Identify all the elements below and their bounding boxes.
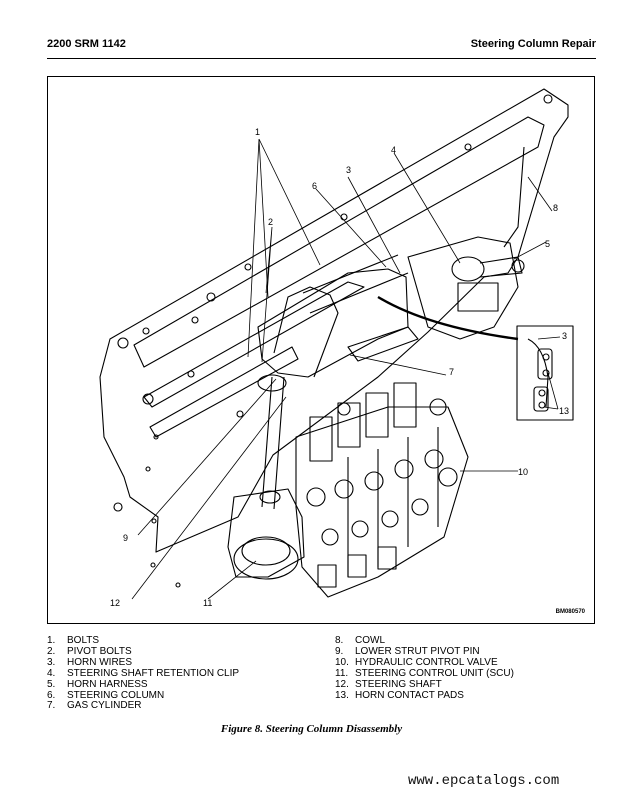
legend-item: 8.COWL: [335, 635, 385, 646]
callout-12: 12: [110, 598, 120, 608]
callout-5: 5: [545, 239, 550, 249]
watermark: www.epcatalogs.com: [408, 773, 560, 789]
inset-detail: [516, 325, 574, 421]
legend-item: 10.HYDRAULIC CONTROL VALVE: [335, 656, 498, 668]
callout-3: 3: [346, 165, 351, 175]
inset-callout-3: 3: [562, 331, 567, 341]
callout-7: 7: [449, 367, 454, 377]
legend-item: 6.STEERING COLUMN: [47, 689, 165, 701]
cowl-bolts: [113, 94, 553, 588]
gas-cylinder: [347, 326, 419, 362]
callout-6: 6: [312, 181, 317, 191]
scu: [227, 488, 305, 578]
steering-column-drawing: 1 2 3 4 5 6 7 8 9 10 11 12 3 13: [99, 88, 574, 608]
legend-item: 13.HORN CONTACT PADS: [335, 689, 464, 701]
cowl-outline: [99, 88, 569, 553]
callout-1: 1: [255, 127, 260, 137]
legend-left-column: 1.BOLTS 2.PIVOT BOLTS 3.HORN WIRES 4.STE…: [47, 635, 322, 712]
callout-11: 11: [203, 598, 212, 608]
horn-plate: [407, 236, 519, 340]
legend-right-column: 8.COWL 9.LOWER STRUT PIVOT PIN 10.HYDRAU…: [335, 635, 595, 701]
inset-callout-13: 13: [559, 406, 569, 416]
legend-item: 1.BOLTS: [47, 635, 100, 646]
callout-8: 8: [553, 203, 558, 213]
steering-shaft: [261, 376, 285, 510]
callout-9: 9: [123, 533, 128, 543]
callout-10: 10: [518, 467, 528, 477]
header-rule: [47, 58, 596, 59]
figure-callouts: 1 2 3 4 5 6 7 8 9 10 11 12 3 13: [110, 127, 569, 608]
legend-item: 11.STEERING CONTROL UNIT (SCU): [335, 667, 514, 679]
figure-frame: 1 2 3 4 5 6 7 8 9 10 11 12 3 13 BM080570: [47, 76, 595, 624]
section-title: Steering Column Repair: [470, 38, 596, 50]
legend-item: 4.STEERING SHAFT RETENTION CLIP: [47, 667, 240, 679]
drawing-code: BM080570: [555, 609, 585, 615]
legend-item: 7.GAS CYLINDER: [47, 700, 142, 712]
legend-item: 2.PIVOT BOLTS: [47, 645, 132, 657]
figure-caption: Figure 8. Steering Column Disassembly: [220, 723, 403, 735]
legend-item: 12.STEERING SHAFT: [335, 678, 442, 690]
hydraulic-control-valve: [295, 382, 469, 598]
legend-item: 3.HORN WIRES: [47, 656, 132, 668]
callout-2: 2: [268, 217, 273, 227]
leader-lines: [131, 138, 561, 600]
callout-4: 4: [391, 145, 396, 155]
legend-item: 5.HORN HARNESS: [47, 678, 148, 690]
steering-column-body: [257, 268, 409, 378]
document-id: 2200 SRM 1142: [47, 38, 126, 50]
legend-item: 9.LOWER STRUT PIVOT PIN: [335, 645, 480, 657]
